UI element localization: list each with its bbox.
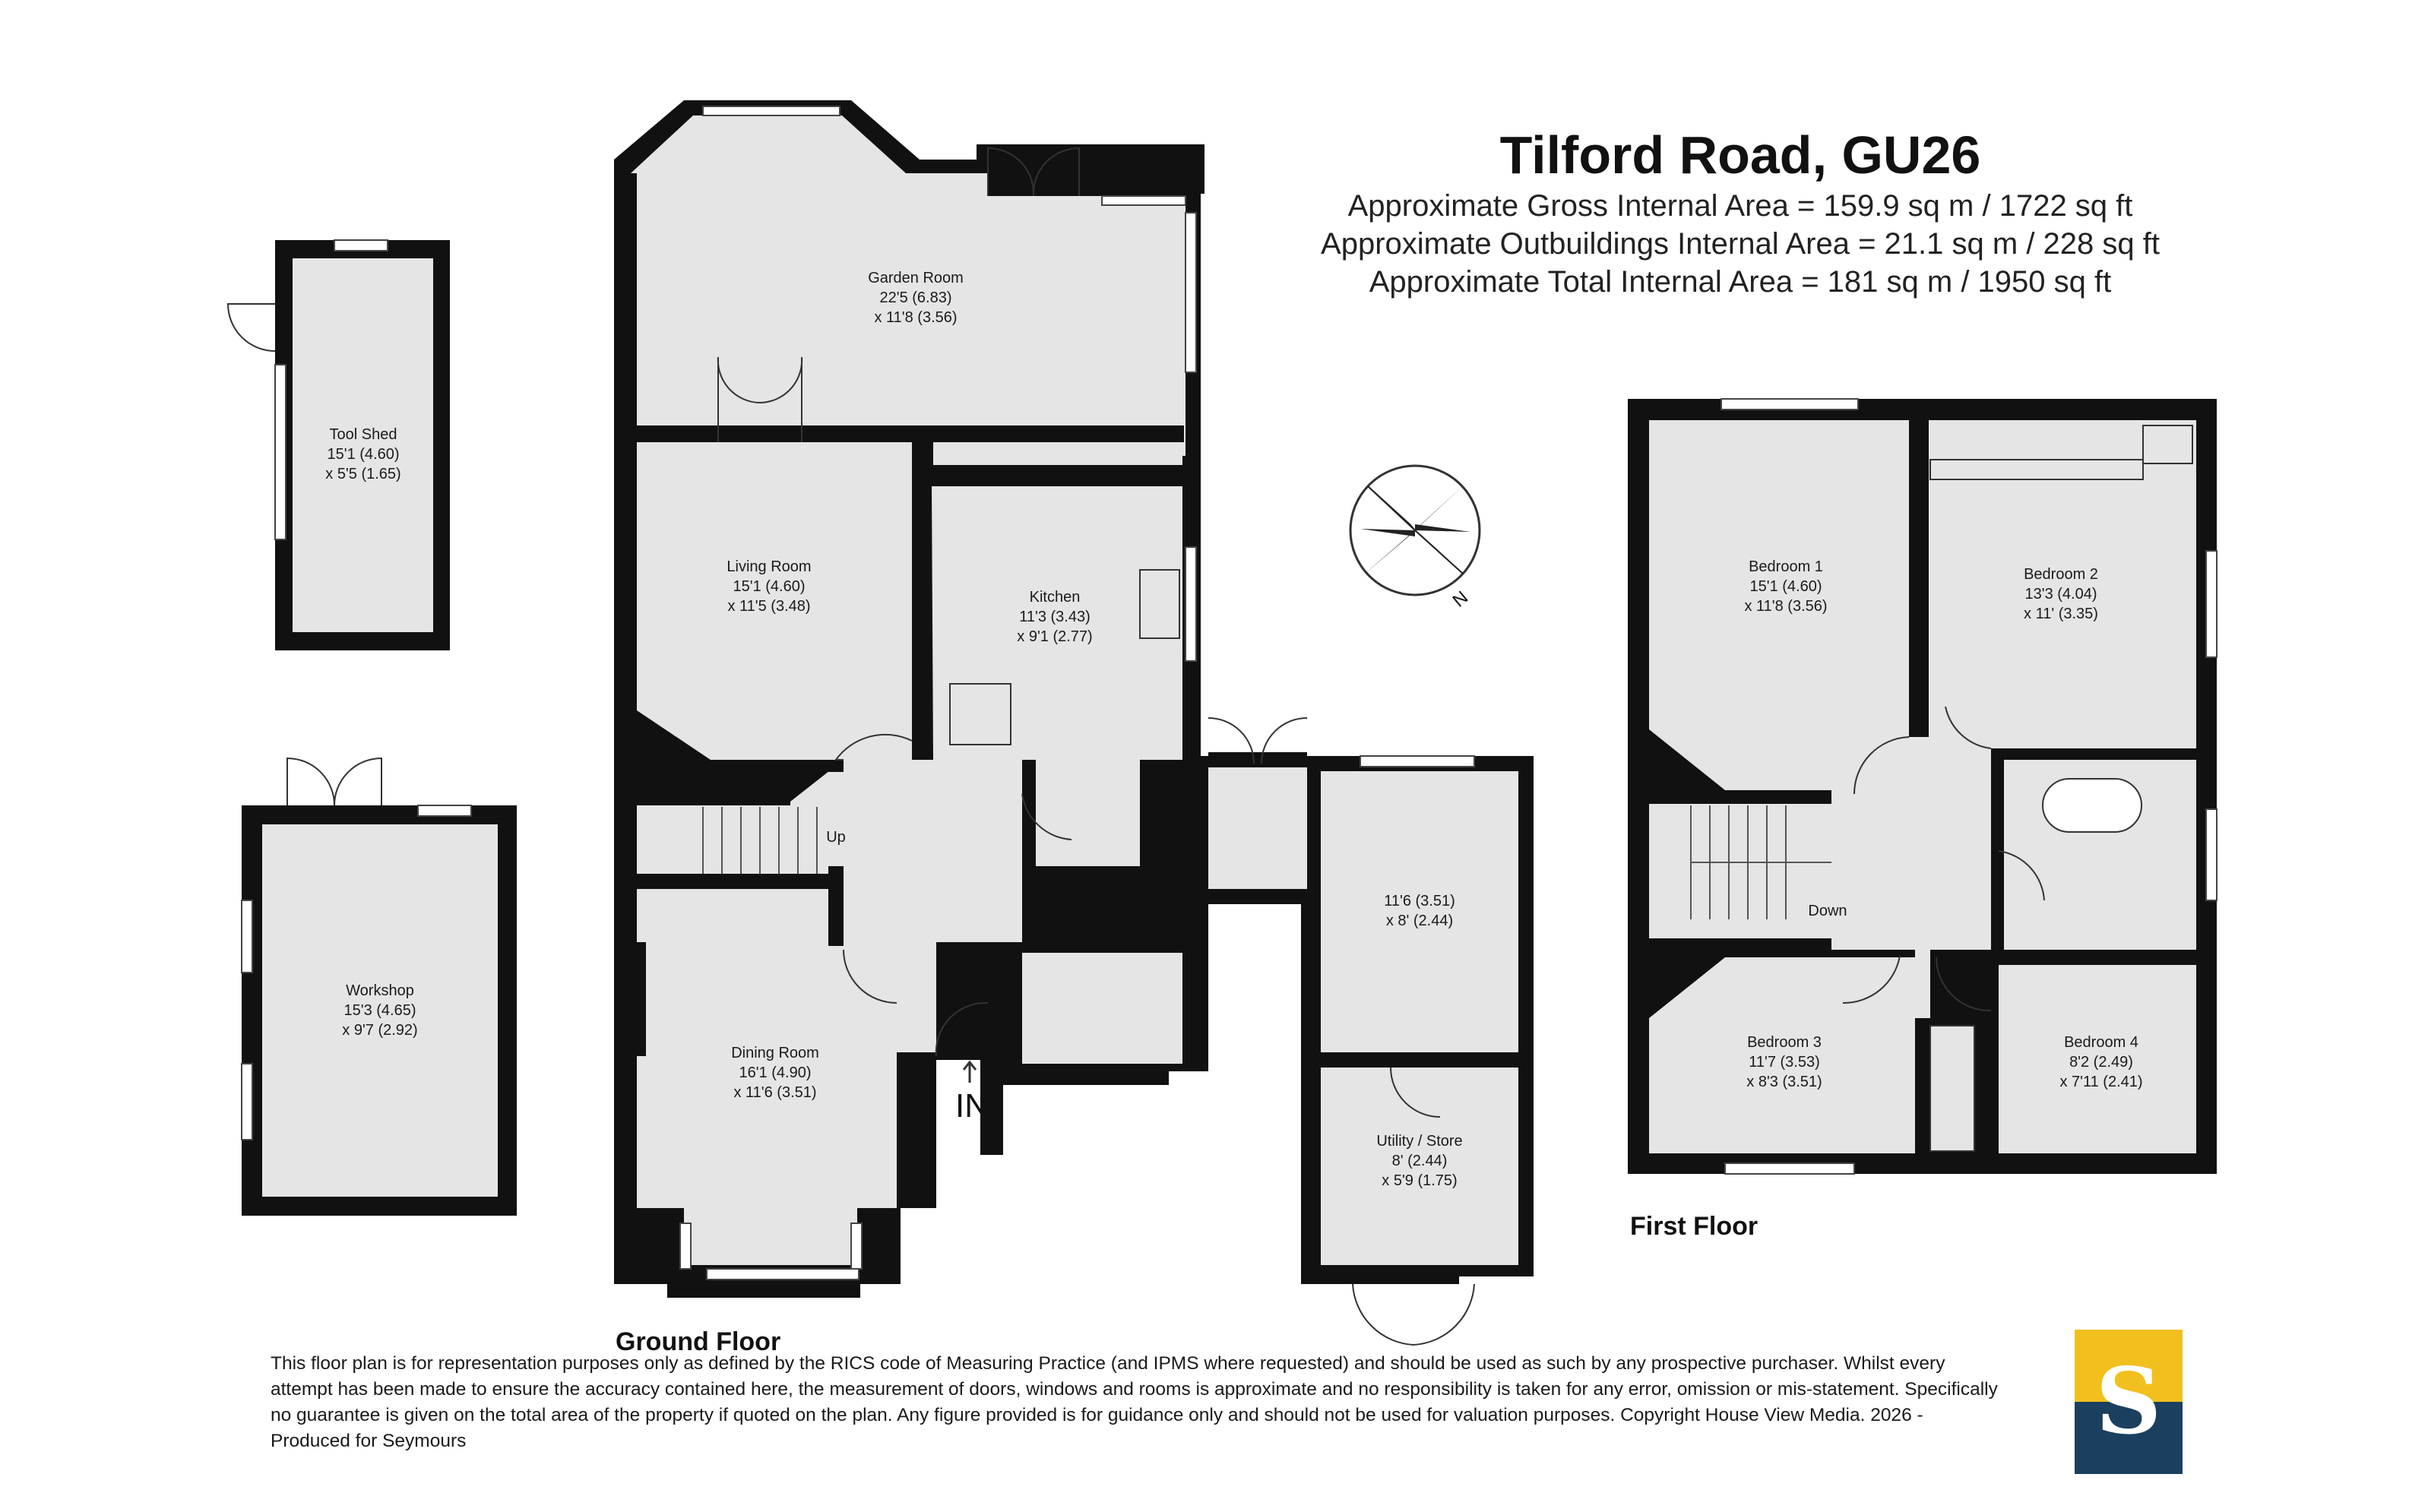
- logo-letter: S: [2095, 1348, 2162, 1455]
- garden-room-dim1: 22'5 (6.83): [880, 289, 952, 306]
- first-stairs-area: [1649, 804, 1831, 938]
- kitchen: [932, 486, 1182, 866]
- annex-plan: 11'6 (3.51) x 8' (2.44) Utility / Store …: [1208, 717, 1534, 1346]
- first-floor-label: First Floor: [1630, 1212, 1758, 1241]
- seymours-logo: S: [2075, 1330, 2183, 1474]
- utility-dim1: 8' (2.44): [1392, 1153, 1448, 1169]
- entry-lobby: [1208, 767, 1307, 889]
- disclaimer-text: This floor plan is for representation pu…: [271, 1353, 1998, 1451]
- gross-area: Approximate Gross Internal Area = 159.9 …: [1347, 189, 2133, 223]
- living-room-dim2: x 11'5 (3.48): [727, 598, 810, 615]
- landing: [1831, 737, 1991, 1018]
- kitchen-dim2: x 9'1 (2.77): [1017, 628, 1092, 645]
- utility-dim2: x 5'9 (1.75): [1382, 1172, 1457, 1189]
- entrance-label: IN: [955, 1087, 989, 1125]
- bedroom-3-name: Bedroom 3: [1747, 1034, 1822, 1051]
- stair-area: [637, 805, 828, 874]
- tool-shed-dim1: 15'1 (4.60): [328, 446, 400, 463]
- shower: [1929, 1025, 1975, 1152]
- property-title: Tilford Road, GU26: [1499, 125, 1981, 185]
- tool-shed-plan: Tool Shed 15'1 (4.60) x 5'5 (1.65): [226, 239, 450, 650]
- bedroom-1-dim2: x 11'8 (3.56): [1744, 598, 1827, 615]
- bedroom-2: [1929, 420, 2196, 748]
- bedroom-4-dim2: x 7'11 (2.41): [2059, 1074, 2142, 1090]
- workshop-plan: Workshop 15'3 (4.65) x 9'7 (2.92): [241, 757, 517, 1216]
- store-room-dim1: 11'6 (3.51): [1384, 893, 1455, 909]
- garden-room-name: Garden Room: [868, 270, 964, 286]
- dining-room: [637, 889, 897, 1265]
- first-stairs-label: Down: [1808, 903, 1847, 919]
- bedroom-3-dim2: x 8'3 (3.51): [1746, 1074, 1822, 1090]
- workshop-dim2: x 9'7 (2.92): [342, 1022, 417, 1039]
- ground-stairs-label: Up: [826, 829, 846, 846]
- tool-shed-name: Tool Shed: [330, 426, 397, 443]
- bedroom-2-dim1: 13'3 (4.04): [2025, 586, 2097, 603]
- dining-room-dim2: x 11'6 (3.51): [733, 1084, 816, 1101]
- bedroom-1-dim1: 15'1 (4.60): [1750, 578, 1822, 595]
- bedroom-4-name: Bedroom 4: [2064, 1034, 2138, 1051]
- tool-shed: [293, 258, 433, 632]
- cloakroom: [1022, 950, 1182, 1064]
- bedroom-3: [1649, 957, 1915, 1153]
- ground-floor-plan: IN Garden Room 22'5 (6.83) x 11'8 (3.56)…: [614, 100, 1208, 1298]
- workshop: [262, 824, 498, 1197]
- kitchen-name: Kitchen: [1030, 589, 1081, 606]
- garden-room: [631, 115, 1186, 465]
- bedroom-1: [1649, 420, 1909, 790]
- hall: [790, 760, 1022, 1052]
- utility-store: [1321, 1068, 1518, 1265]
- tool-shed-dim2: x 5'5 (1.65): [325, 466, 400, 482]
- bedroom-4-dim1: 8'2 (2.49): [2069, 1054, 2133, 1071]
- bedroom-3-dim1: 11'7 (3.53): [1749, 1054, 1820, 1071]
- bedroom-1-name: Bedroom 1: [1749, 558, 1823, 575]
- store-room-dim2: x 8' (2.44): [1386, 913, 1453, 929]
- workshop-dim1: 15'3 (4.65): [344, 1002, 416, 1019]
- ground-stairs: [702, 807, 818, 874]
- utility-name: Utility / Store: [1376, 1133, 1462, 1150]
- logo-band: [2075, 1402, 2183, 1474]
- compass-rose: N: [1349, 464, 1481, 612]
- garden-room-dim2: x 11'8 (3.56): [874, 309, 957, 326]
- plan-header: Tilford Road, GU26 Approximate Gross Int…: [1208, 123, 2272, 301]
- ground-floor-label: Ground Floor: [616, 1327, 781, 1356]
- living-room: [637, 442, 912, 760]
- living-room-name: Living Room: [727, 558, 811, 575]
- first-stairs: [1690, 805, 1831, 919]
- dining-room-name: Dining Room: [731, 1045, 819, 1061]
- store-room: [1321, 771, 1518, 1052]
- kitchen-dim1: 11'3 (3.43): [1019, 609, 1091, 625]
- bedroom-2-name: Bedroom 2: [2024, 566, 2098, 583]
- first-floor-plan: Bedroom 1 15'1 (4.60) x 11'8 (3.56) Bedr…: [1628, 398, 2217, 1175]
- total-area: Approximate Total Internal Area = 181 sq…: [1369, 265, 2112, 299]
- workshop-name: Workshop: [346, 982, 414, 999]
- dining-room-dim1: 16'1 (4.90): [739, 1064, 812, 1081]
- compass-north-label: N: [1449, 587, 1473, 612]
- bedroom-4: [1999, 965, 2196, 1153]
- outbuildings-area: Approximate Outbuildings Internal Area =…: [1321, 227, 2160, 261]
- bedroom-2-dim2: x 11' (3.35): [2024, 606, 2098, 622]
- living-room-dim1: 15'1 (4.60): [733, 578, 806, 595]
